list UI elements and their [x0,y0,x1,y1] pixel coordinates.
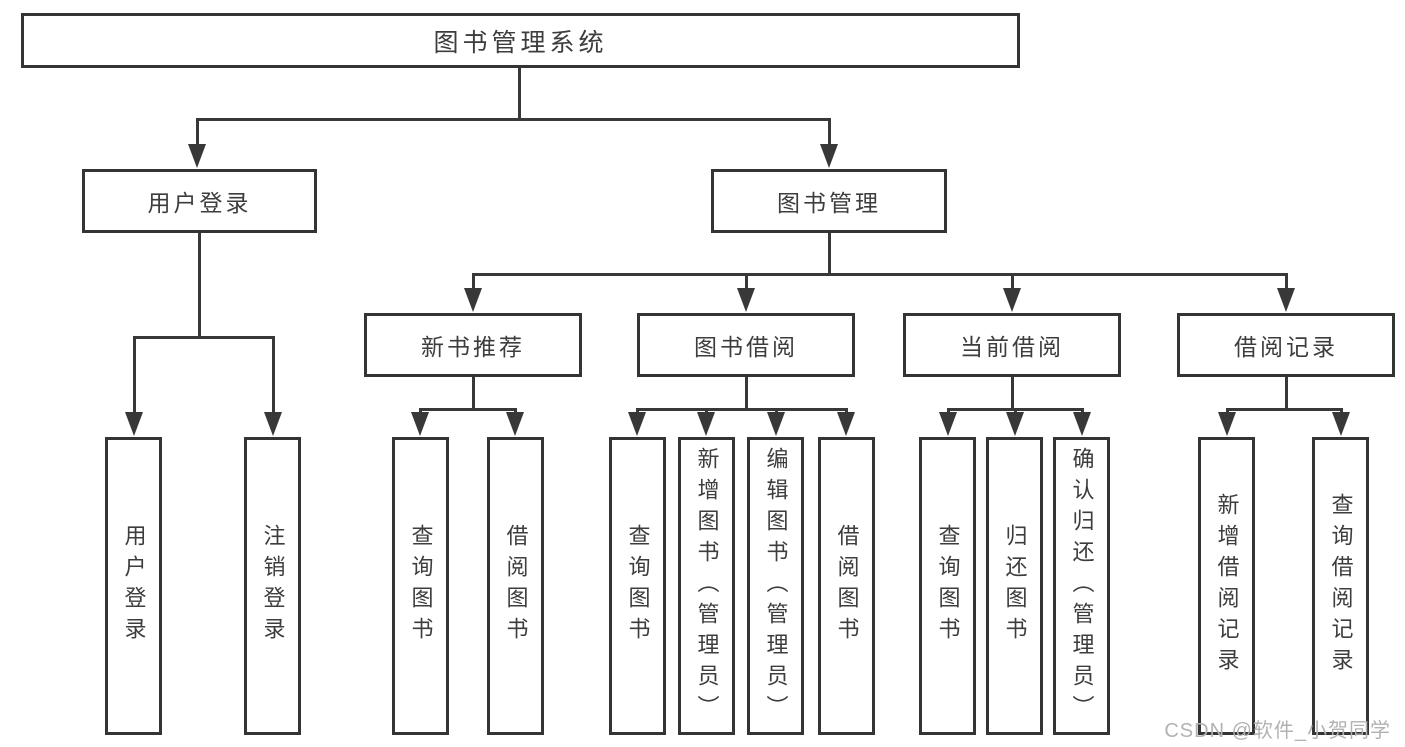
leaf-current-confirm-return-admin: 确认归还（管理员） [1053,437,1110,735]
leaf-newbook-borrow-books: 借阅图书 [487,437,544,735]
leaf-borrow-query-books-label: 查询图书 [625,524,651,648]
leaf-logout: 注销登录 [244,437,301,735]
arrowhead-down [767,412,785,436]
node-new-book-recommendation-label: 新书推荐 [421,334,525,360]
connector-hline [419,408,517,411]
node-current-borrowing-label: 当前借阅 [960,334,1064,360]
arrowhead-down [1332,412,1350,436]
connector-vline [775,408,778,414]
leaf-logout-label: 注销登录 [260,524,286,648]
leaf-borrow-borrow-books-label: 借阅图书 [834,524,860,648]
leaf-current-return-books: 归还图书 [986,437,1043,735]
arrowhead-down [697,412,715,436]
arrowhead-down [1218,412,1236,436]
leaf-current-query-books-label: 查询图书 [935,524,961,648]
connector-vline [472,377,475,408]
arrowhead-down [1003,288,1021,312]
leaf-borrow-add-books-admin-label: 新增图书（管理员） [694,446,720,726]
connector-hline [196,118,831,121]
leaf-newbook-query-books: 查询图书 [392,437,449,735]
leaf-user-login: 用户登录 [105,437,162,735]
arrowhead-down [506,412,524,436]
connector-vline [828,233,831,273]
arrowhead-down [1006,412,1024,436]
node-root: 图书管理系统 [21,13,1020,68]
connector-vline [1014,408,1017,414]
node-borrowing-records-label: 借阅记录 [1234,334,1338,360]
connector-vline [845,408,848,414]
arrowhead-down [737,288,755,312]
arrowhead-down [188,144,206,168]
connector-vline [745,273,748,288]
leaf-newbook-query-books-label: 查询图书 [408,524,434,648]
node-new-book-recommendation: 新书推荐 [364,313,582,377]
node-borrowing-records: 借阅记录 [1177,313,1395,377]
node-current-borrowing: 当前借阅 [903,313,1121,377]
leaf-records-query-borrow-record-label: 查询借阅记录 [1328,493,1354,679]
connector-vline [1011,273,1014,288]
node-book-management-label: 图书管理 [777,190,881,216]
connector-vline [1081,408,1084,414]
connector-vline [705,408,708,414]
connector-hline [472,273,1288,276]
connector-vline [419,408,422,414]
node-root-label: 图书管理系统 [433,28,608,57]
arrowhead-down [464,288,482,312]
arrowhead-down [411,412,429,436]
node-user-login-label: 用户登录 [147,190,252,216]
leaf-current-confirm-return-admin-label: 确认归还（管理员） [1069,446,1095,726]
leaf-records-query-borrow-record: 查询借阅记录 [1312,437,1369,735]
leaf-borrow-edit-books-admin-label: 编辑图书（管理员） [763,446,789,726]
connector-vline [1011,377,1014,408]
connector-vline [198,233,201,336]
arrowhead-down [820,144,838,168]
connector-vline [196,118,199,144]
arrowhead-down [125,412,143,436]
connector-vline [514,408,517,414]
connector-vline [272,336,275,412]
leaf-newbook-borrow-books-label: 借阅图书 [503,524,529,648]
connector-hline [1226,408,1343,411]
connector-vline [518,68,521,118]
connector-vline [828,118,831,144]
connector-vline [947,408,950,414]
leaf-current-return-books-label: 归还图书 [1002,524,1028,648]
arrowhead-down [628,412,646,436]
connector-hline [133,336,275,339]
leaf-user-login-label: 用户登录 [121,524,147,648]
node-user-login: 用户登录 [82,169,317,233]
arrowhead-down [1277,288,1295,312]
connector-hline [636,408,848,411]
arrowhead-down [837,412,855,436]
connector-vline [1285,273,1288,288]
leaf-borrow-add-books-admin: 新增图书（管理员） [678,437,735,735]
leaf-borrow-edit-books-admin: 编辑图书（管理员） [747,437,804,735]
arrowhead-down [1073,412,1091,436]
leaf-records-add-borrow-record: 新增借阅记录 [1198,437,1255,735]
connector-vline [133,336,136,412]
arrowhead-down [939,412,957,436]
leaf-records-add-borrow-record-label: 新增借阅记录 [1214,493,1240,679]
leaf-borrow-borrow-books: 借阅图书 [818,437,875,735]
node-book-borrowing: 图书借阅 [637,313,855,377]
watermark: CSDN @软件_小贺同学 [1164,720,1391,742]
arrowhead-down [264,412,282,436]
connector-vline [1226,408,1229,414]
connector-vline [472,273,475,288]
connector-vline [636,408,639,414]
node-book-borrowing-label: 图书借阅 [694,334,798,360]
connector-vline [1285,377,1288,408]
connector-vline [745,377,748,408]
connector-vline [1340,408,1343,414]
leaf-borrow-query-books: 查询图书 [609,437,666,735]
leaf-current-query-books: 查询图书 [919,437,976,735]
node-book-management: 图书管理 [711,169,947,233]
